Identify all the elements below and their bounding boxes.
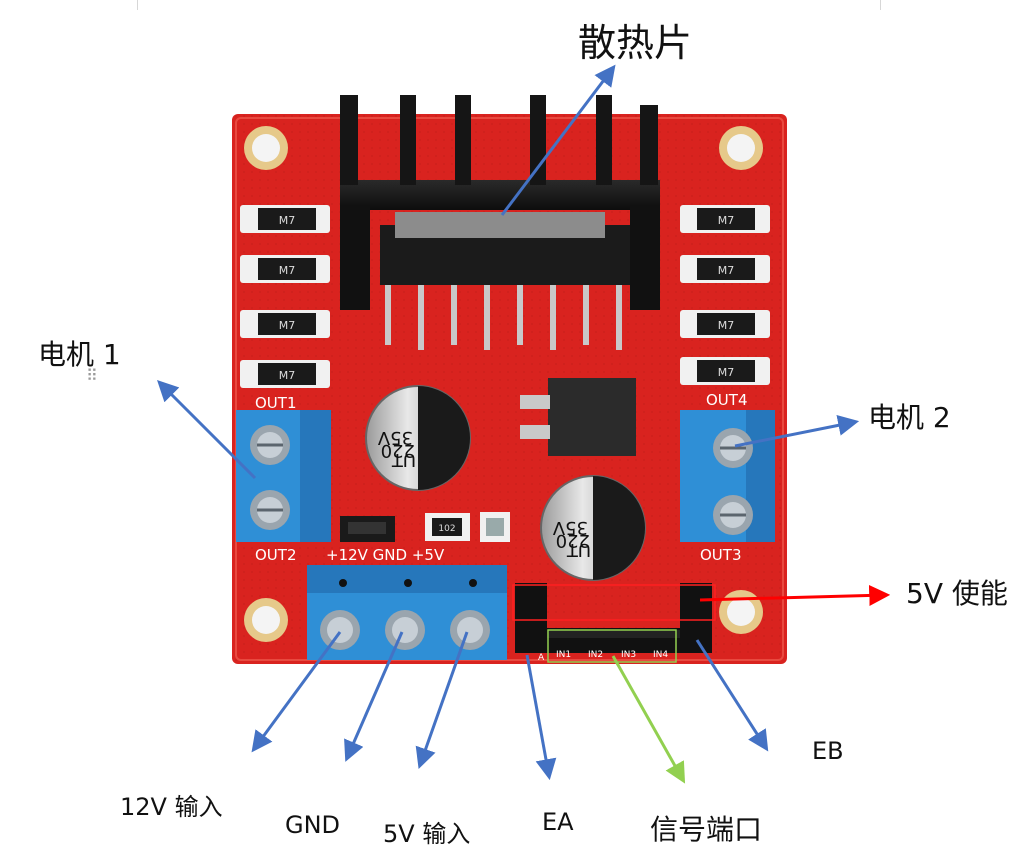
svg-text:UT: UT [566, 539, 591, 560]
svg-text:M7: M7 [718, 264, 735, 277]
label-eb: EB [812, 737, 844, 765]
signal-header-highlight [547, 629, 677, 663]
annotation-arrows [157, 64, 891, 784]
label-gnd: GND [285, 811, 341, 839]
arrow-ea [525, 654, 557, 781]
arrow-5v [415, 631, 469, 769]
svg-text:35V: 35V [377, 427, 413, 448]
svg-text:IN2: IN2 [588, 650, 603, 660]
drag-handle-icon[interactable]: ⠿ [86, 366, 99, 385]
terminal-block-motor1 [236, 410, 331, 542]
svg-text:M7: M7 [279, 214, 296, 227]
svg-text:A: A [538, 653, 545, 663]
arrow-eb [695, 639, 769, 752]
label-heatsink: 散热片 [578, 21, 693, 65]
arrow-12v [251, 631, 342, 753]
label-enable5v: 5V 使能 [906, 577, 1008, 610]
arrow-signal [611, 655, 686, 784]
chip-pins [385, 285, 622, 350]
svg-text:220: 220 [381, 440, 415, 461]
svg-text:M7: M7 [718, 214, 735, 227]
diodes-right: M7 M7 M7 M7 [680, 205, 770, 385]
arrow-gnd [344, 631, 404, 762]
signal-header: A IN1 IN2 IN3 IN4 [515, 583, 712, 663]
svg-text:IN4: IN4 [653, 650, 668, 660]
label-motor1: 电机 1 [38, 338, 121, 371]
svg-text:102: 102 [438, 524, 455, 534]
terminal-block-motor2 [680, 410, 775, 542]
silk-out1: OUT1 [255, 394, 297, 412]
svg-text:M7: M7 [718, 366, 735, 379]
svg-text:IN1: IN1 [556, 650, 571, 660]
diodes-left: M7 M7 M7 M7 [240, 205, 330, 388]
label-12v-input: 12V 输入 [120, 793, 223, 821]
smd-resistor: 102 [425, 513, 470, 541]
svg-text:M7: M7 [279, 319, 296, 332]
svg-text:M7: M7 [718, 319, 735, 332]
label-ea: EA [542, 808, 574, 836]
enable-jumper-highlight [512, 584, 716, 621]
silk-out4: OUT4 [706, 391, 748, 409]
jumper-12v [340, 516, 395, 542]
capacitor-left: 220 35V UT [365, 385, 471, 491]
svg-text:IN3: IN3 [621, 650, 636, 660]
silk-power-pins: +12V GND +5V [326, 546, 445, 564]
silk-out2: OUT2 [255, 546, 297, 564]
svg-text:220: 220 [556, 530, 590, 551]
arrow-enable5v [699, 584, 891, 606]
arrow-motor2 [734, 414, 860, 448]
label-motor2: 电机 2 [868, 401, 951, 434]
label-5v-input: 5V 输入 [383, 820, 471, 848]
label-signal-port: 信号端口 [650, 813, 763, 846]
page-corner-mark [880, 0, 881, 10]
svg-text:UT: UT [391, 449, 416, 470]
page-corner-mark [137, 0, 138, 10]
svg-text:35V: 35V [552, 517, 588, 538]
svg-text:M7: M7 [279, 369, 296, 382]
heatsink [340, 95, 660, 310]
terminal-block-power [307, 565, 507, 660]
silk-out3: OUT3 [700, 546, 742, 564]
arrow-heatsink [500, 64, 616, 216]
mounting-holes [244, 126, 763, 642]
capacitor-right: 220 35V UT [540, 475, 646, 581]
svg-text:M7: M7 [279, 264, 296, 277]
voltage-regulator [520, 378, 636, 456]
arrow-motor1 [157, 380, 257, 480]
smd-led [480, 512, 510, 542]
